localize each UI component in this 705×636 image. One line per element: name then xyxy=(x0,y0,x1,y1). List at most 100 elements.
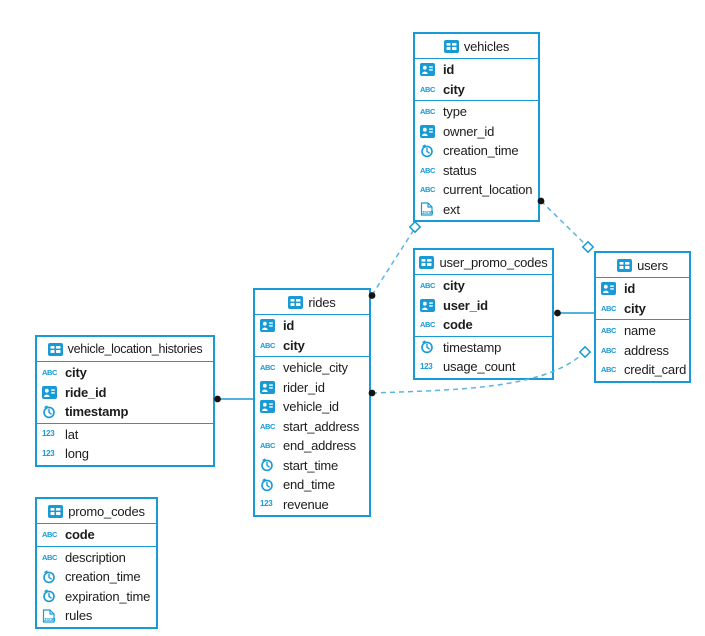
text-column-icon: ABC xyxy=(420,185,436,194)
column-ride_id[interactable]: ride_id xyxy=(37,383,213,403)
text-column-icon: ABC xyxy=(260,340,276,350)
column-revenue[interactable]: 123 revenue xyxy=(255,495,369,515)
column-id[interactable]: id xyxy=(255,316,369,336)
table-header[interactable]: vehicles xyxy=(415,34,538,59)
column-name: address xyxy=(624,342,669,358)
column-city[interactable]: ABC city xyxy=(255,336,369,356)
text-column-icon: ABC xyxy=(601,345,617,355)
id-column-icon xyxy=(260,380,278,394)
column-city[interactable]: ABC city xyxy=(415,80,538,100)
table-header[interactable]: rides xyxy=(255,290,369,315)
column-id[interactable]: id xyxy=(596,279,689,299)
column-name: user_id xyxy=(443,297,488,313)
table-name: user_promo_codes xyxy=(439,254,548,270)
column-timestamp[interactable]: timestamp xyxy=(415,338,552,358)
column-creation_time[interactable]: creation_time xyxy=(37,567,156,587)
table-name: users xyxy=(637,257,668,273)
column-expiration_time[interactable]: expiration_time xyxy=(37,587,156,607)
column-name: ride_id xyxy=(65,384,107,400)
column-name: city xyxy=(65,365,87,381)
table-grid-icon xyxy=(288,295,304,309)
datetime-column-icon xyxy=(42,589,60,603)
column-name: start_time xyxy=(283,457,339,473)
column-name: usage_count xyxy=(443,359,516,375)
column-name: id xyxy=(283,318,295,334)
id-column-icon xyxy=(420,298,438,312)
number-column-icon: 123 xyxy=(260,499,273,509)
column-timestamp[interactable]: timestamp xyxy=(37,402,213,422)
column-name: revenue xyxy=(283,496,329,512)
column-name: type xyxy=(443,104,467,120)
column-end_time[interactable]: end_time xyxy=(255,475,369,495)
table-header[interactable]: promo_codes xyxy=(37,499,156,524)
column-rider_id[interactable]: rider_id xyxy=(255,378,369,398)
column-start_time[interactable]: start_time xyxy=(255,456,369,476)
column-name: end_time xyxy=(283,477,335,493)
column-name: city xyxy=(443,81,465,97)
datetime-column-icon xyxy=(42,405,60,419)
column-name: id xyxy=(443,62,455,78)
text-column-icon: ABC xyxy=(601,326,617,335)
text-column-icon: ABC xyxy=(601,365,617,374)
json-column-icon: JSON xyxy=(420,202,438,216)
column-owner_id[interactable]: owner_id xyxy=(415,122,538,142)
column-name: ext xyxy=(443,201,460,217)
column-name: status xyxy=(443,162,477,178)
table-header[interactable]: vehicle_location_histories xyxy=(37,337,213,362)
column-creation_time[interactable]: creation_time xyxy=(415,141,538,161)
column-ext[interactable]: JSON ext xyxy=(415,200,538,220)
column-name: city xyxy=(624,300,646,316)
column-name: city xyxy=(283,337,305,353)
text-column-icon: ABC xyxy=(420,84,436,94)
column-id[interactable]: id xyxy=(415,60,538,80)
table-header[interactable]: user_promo_codes xyxy=(415,250,552,275)
datetime-column-icon xyxy=(420,144,438,158)
table-grid-icon xyxy=(48,504,64,518)
table-grid-icon xyxy=(47,342,63,356)
column-vehicle_id[interactable]: vehicle_id xyxy=(255,397,369,417)
column-name: start_address xyxy=(283,418,360,434)
id-column-icon xyxy=(260,400,278,414)
column-name: creation_time xyxy=(65,569,141,585)
column-name: owner_id xyxy=(443,123,495,139)
number-column-icon: 123 xyxy=(420,361,433,371)
column-address[interactable]: ABC address xyxy=(596,341,689,361)
json-column-icon: JSON xyxy=(42,609,60,623)
column-user_id[interactable]: user_id xyxy=(415,296,552,316)
table-header[interactable]: users xyxy=(596,253,689,278)
column-usage_count[interactable]: 123 usage_count xyxy=(415,357,552,377)
datetime-column-icon xyxy=(42,570,60,584)
text-column-icon: ABC xyxy=(420,281,436,290)
